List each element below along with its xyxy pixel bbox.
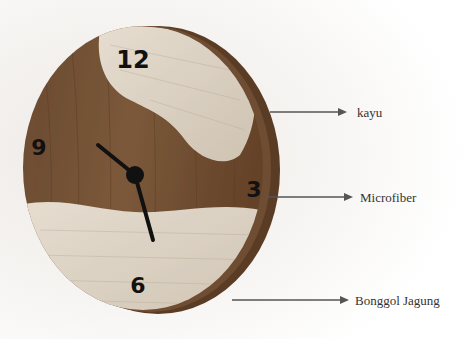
hand-pivot bbox=[126, 166, 144, 184]
material-label: Microfiber bbox=[360, 191, 416, 204]
material-label: Bonggol Jagung bbox=[355, 294, 440, 307]
arrow-head bbox=[344, 193, 353, 201]
clock-numeral: 12 bbox=[116, 48, 149, 72]
leader-line bbox=[232, 299, 342, 300]
wood-face bbox=[20, 20, 270, 320]
arrow-head bbox=[338, 108, 347, 116]
clock-numeral: 6 bbox=[130, 275, 145, 297]
leader-line bbox=[270, 111, 340, 112]
material-label: kayu bbox=[357, 106, 382, 119]
arrow-head bbox=[340, 296, 349, 304]
minute-hand bbox=[135, 175, 153, 240]
clock-numeral: 3 bbox=[246, 179, 261, 201]
clock-numeral: 9 bbox=[31, 137, 46, 159]
corn-cob-panel bbox=[20, 202, 270, 330]
leader-line bbox=[266, 196, 346, 197]
microfiber-panel bbox=[99, 26, 255, 161]
